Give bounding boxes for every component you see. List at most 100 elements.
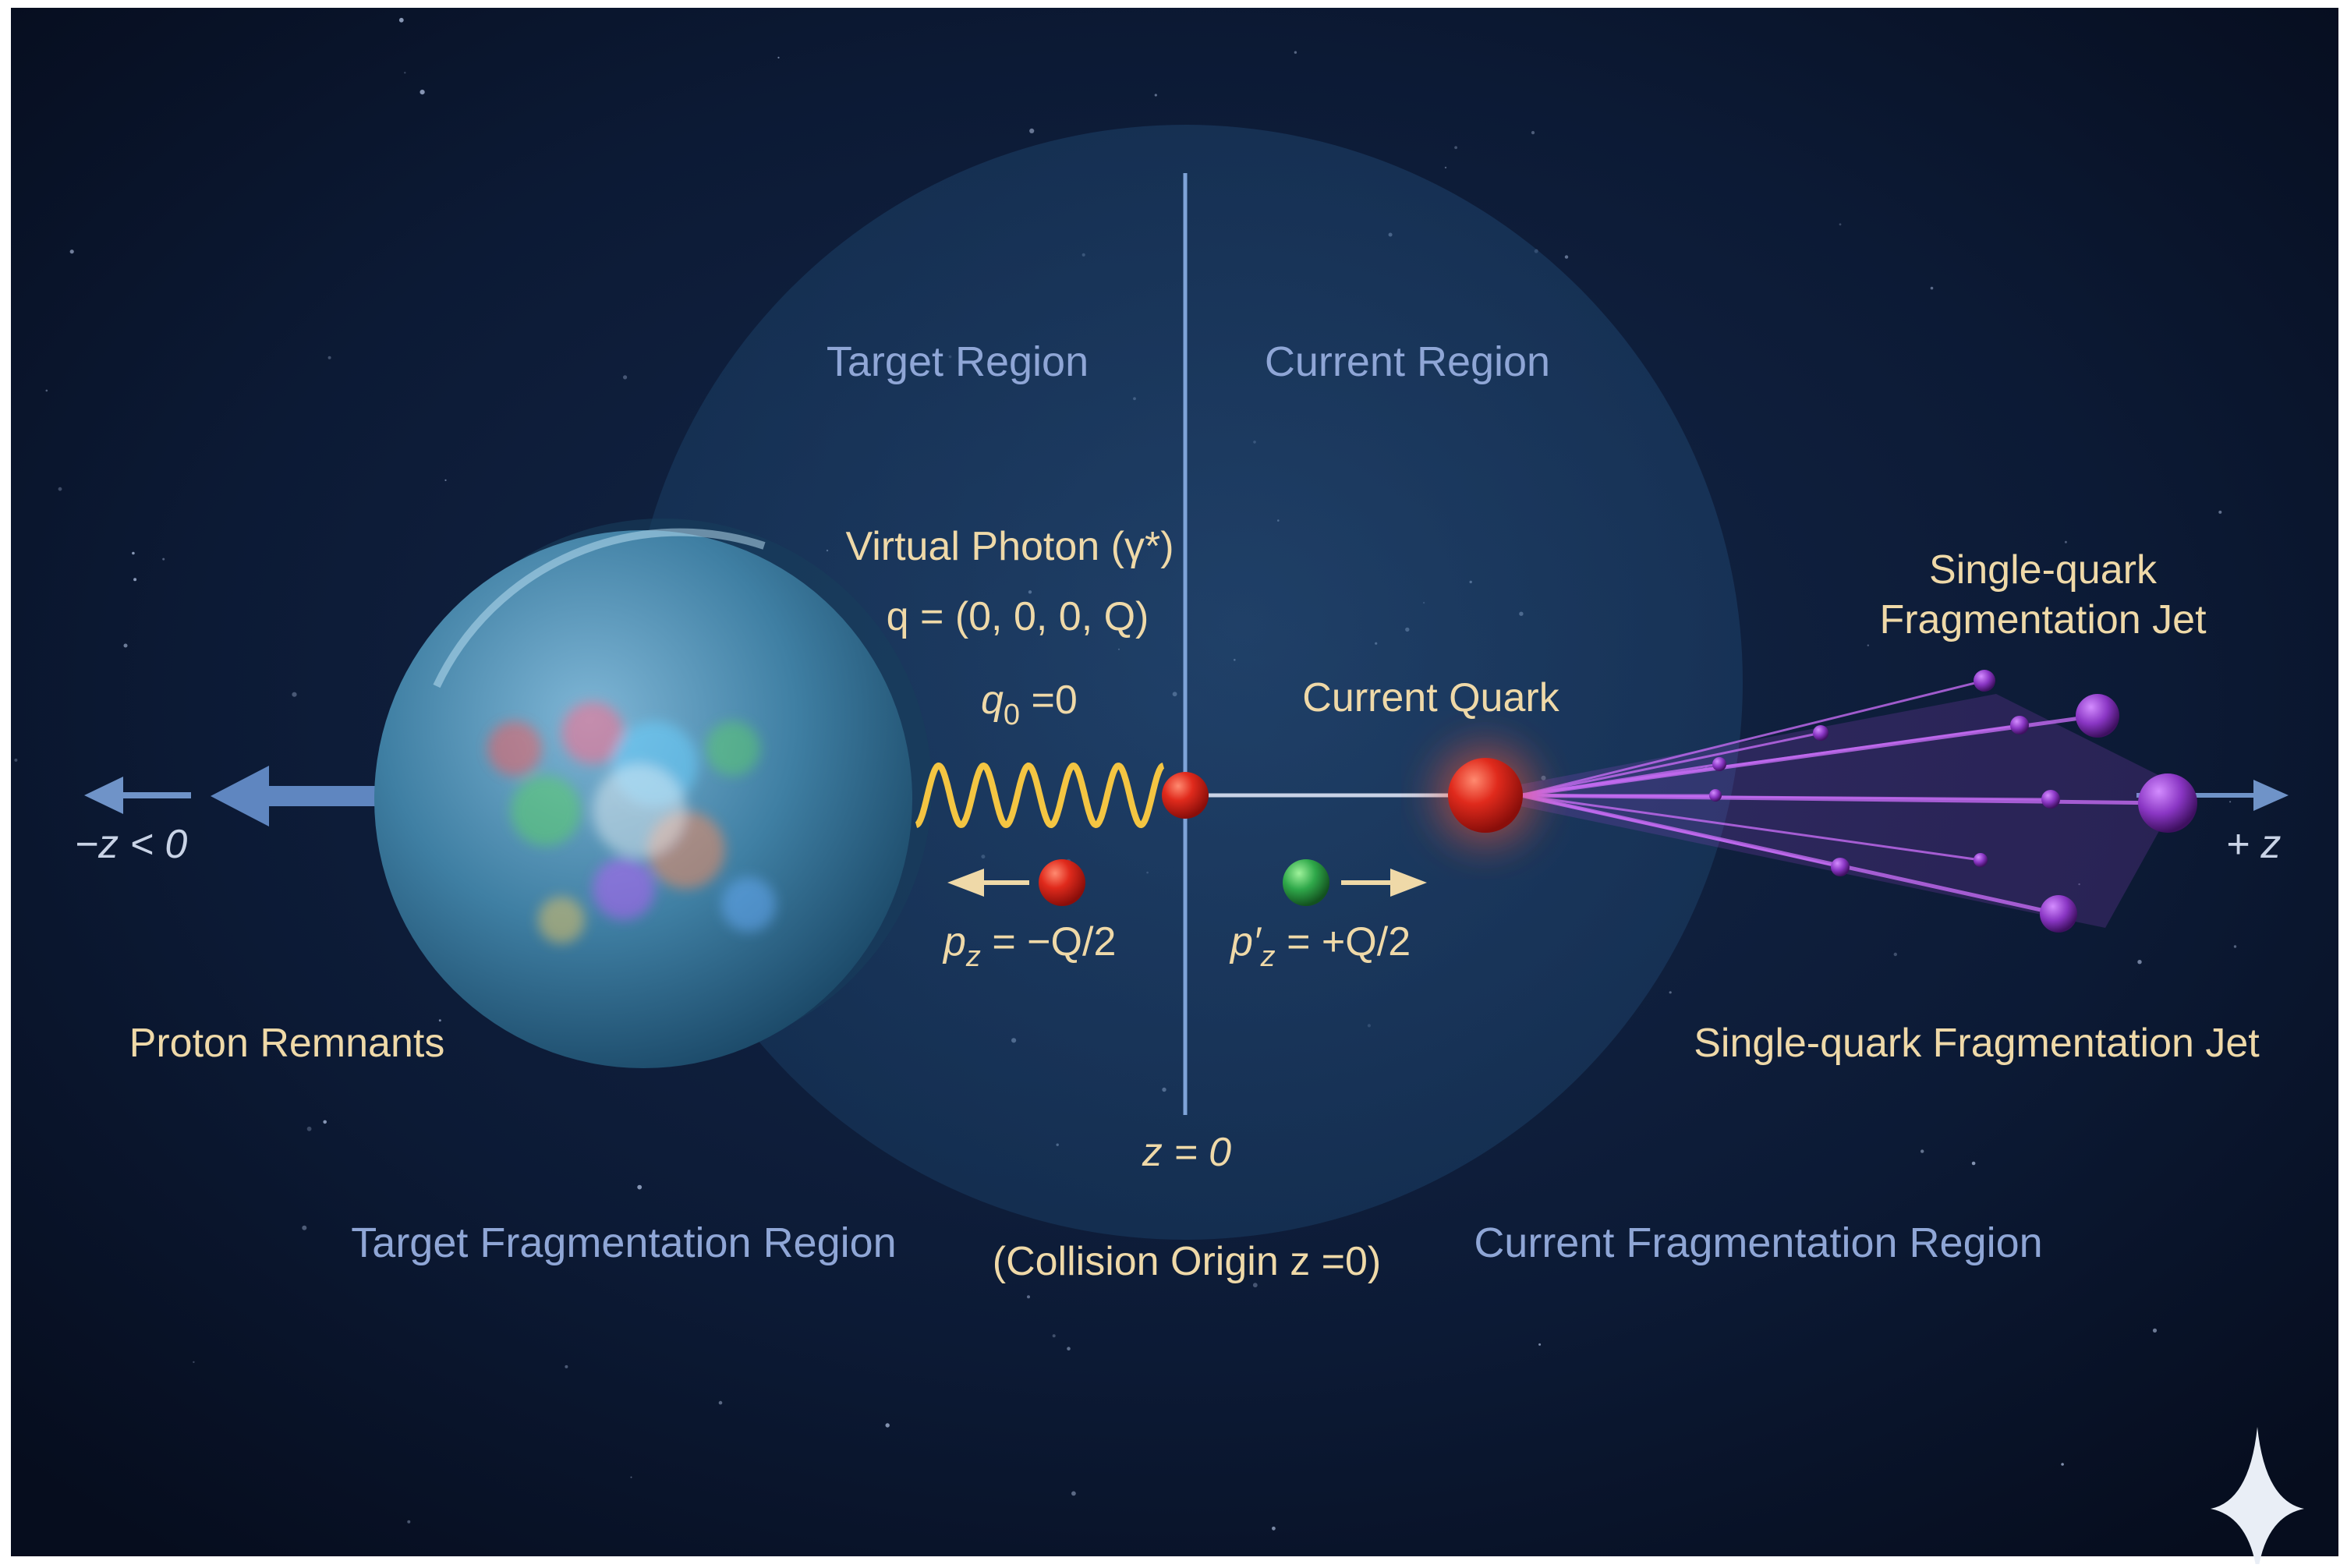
star	[2061, 1463, 2064, 1466]
jet-hadron	[1709, 789, 1722, 802]
proton-recoil-arrow-shaft	[265, 786, 382, 806]
star	[1454, 146, 1457, 150]
star	[1839, 223, 1842, 226]
jet-hadron	[2138, 773, 2197, 833]
jet-hadron	[1813, 725, 1828, 741]
star	[323, 1120, 327, 1124]
star	[404, 72, 406, 74]
neg-z-label: −z < 0	[75, 822, 188, 867]
current-fragmentation-label: Current Fragmentation Region	[1474, 1219, 2042, 1266]
star	[1067, 1347, 1071, 1350]
current-quark-label: Current Quark	[1302, 675, 1559, 720]
star	[1071, 1491, 1076, 1496]
star	[407, 1520, 411, 1524]
star	[306, 1126, 312, 1131]
star	[1893, 952, 1897, 957]
pos-z-arrowhead	[2253, 780, 2289, 811]
collision-origin-label: (Collision Origin z =0)	[993, 1239, 1382, 1284]
jet-hadron	[1831, 858, 1850, 876]
star	[292, 692, 297, 697]
star	[2229, 801, 2232, 803]
jet-track	[1520, 794, 1841, 869]
star	[438, 1019, 441, 1022]
star	[398, 17, 404, 23]
jet-track	[1520, 794, 1981, 862]
star	[58, 487, 62, 491]
pos-z-label: + z	[2226, 822, 2282, 867]
star	[1867, 644, 1869, 646]
star	[565, 1364, 568, 1368]
proton-remnants-label: Proton Remnants	[129, 1021, 445, 1066]
target-region-label: Target Region	[827, 338, 1089, 385]
jet-track	[1520, 724, 2020, 797]
star	[777, 56, 780, 58]
virtual-photon-wave	[915, 762, 1165, 829]
outgoing-quark	[1283, 859, 1329, 906]
z-zero-label: z = 0	[1142, 1130, 1231, 1175]
star	[1531, 131, 1535, 135]
jet-hadron	[2010, 716, 2029, 734]
star	[14, 758, 18, 762]
star	[2152, 1328, 2158, 1333]
star	[133, 578, 137, 582]
incoming-momentum-label: pz = −Q/2	[942, 919, 1116, 973]
star	[1252, 1283, 1258, 1288]
star	[1272, 1526, 1276, 1531]
star	[1154, 94, 1157, 97]
photon-momentum-label: q = (0, 0, 0, Q)	[887, 594, 1149, 639]
star	[1444, 166, 1447, 169]
collision-vertex	[1162, 772, 1209, 819]
incoming-quark-arrowhead	[947, 869, 984, 897]
star	[444, 479, 447, 482]
star	[630, 1476, 632, 1478]
outgoing-momentum-label: p′z = +Q/2	[1229, 919, 1411, 973]
jet-hadron	[2041, 790, 2060, 809]
jet-label-top-line1: Single-quark	[1929, 547, 2158, 593]
jet-label-top-line2: Fragmentation Jet	[1879, 597, 2207, 642]
star	[1564, 255, 1569, 259]
jet-track	[1520, 679, 1985, 797]
star	[162, 557, 165, 561]
star	[327, 356, 331, 359]
star	[69, 250, 74, 254]
virtual-photon-label: Virtual Photon (γ*)	[845, 524, 1174, 569]
jet-track	[1520, 731, 1821, 797]
star	[637, 1184, 643, 1190]
jet-hadron	[2040, 895, 2077, 933]
star	[2078, 883, 2080, 886]
star	[2233, 945, 2237, 948]
star	[302, 1225, 307, 1230]
star	[1920, 1149, 1924, 1153]
star	[193, 1361, 195, 1364]
jet-hadron	[2076, 694, 2119, 738]
star	[45, 389, 48, 392]
star	[2137, 960, 2142, 965]
star	[885, 1423, 890, 1428]
star	[2218, 510, 2222, 514]
neg-z-arrowhead	[84, 777, 123, 814]
current-region-label: Current Region	[1265, 338, 1550, 385]
jet-hadron	[1712, 757, 1726, 771]
jet-cone	[1520, 694, 2183, 928]
star	[132, 551, 135, 555]
outgoing-quark-arrowhead	[1390, 869, 1427, 897]
star	[420, 90, 425, 95]
photon-energy-label: q0 =0	[981, 678, 1078, 731]
jet-hadron	[1974, 670, 1995, 692]
fragmentation-jet	[1520, 670, 2197, 933]
jet-label-bottom: Single-quark Fragmentation Jet	[1694, 1021, 2260, 1066]
sparkle-icon	[2211, 1427, 2304, 1568]
star	[1029, 128, 1035, 133]
target-fragmentation-label: Target Fragmentation Region	[351, 1219, 896, 1266]
star	[1930, 286, 1934, 290]
star	[1971, 1161, 1976, 1166]
star	[1027, 1295, 1030, 1299]
star	[1294, 51, 1297, 54]
current-quark	[1448, 758, 1523, 833]
star	[2064, 540, 2067, 543]
jet-hadron	[1974, 853, 1988, 867]
proton-recoil-arrowhead	[211, 766, 269, 826]
proton	[374, 519, 932, 1068]
